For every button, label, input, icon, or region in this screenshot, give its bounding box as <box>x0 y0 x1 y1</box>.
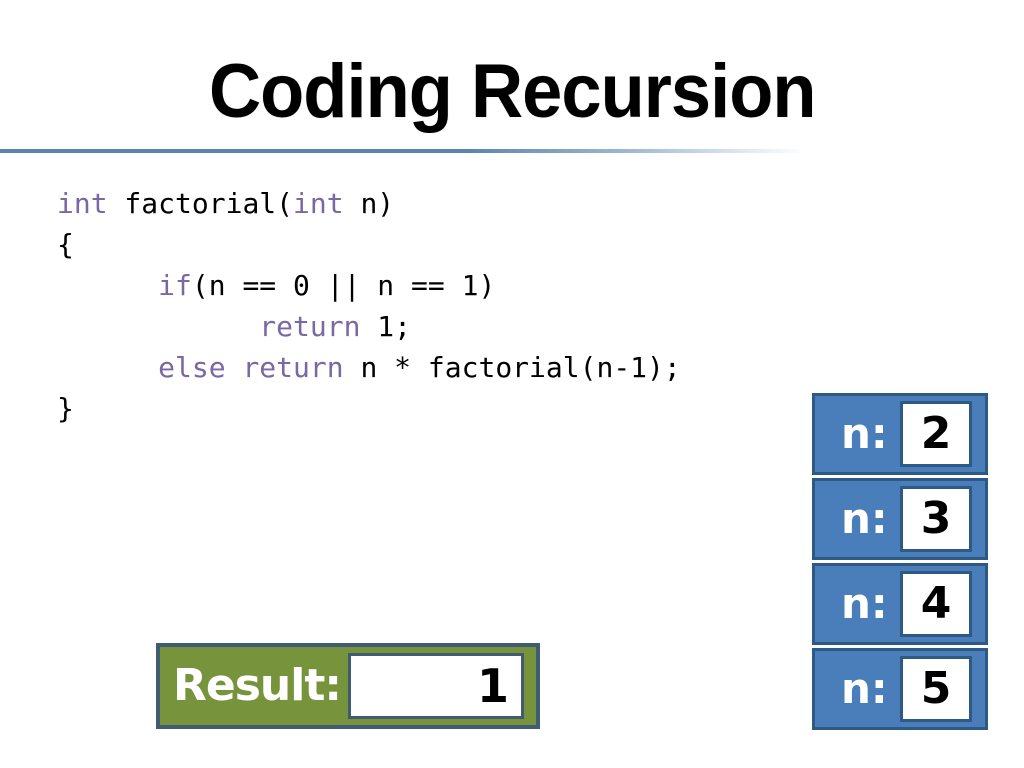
result-value-box: 1 <box>348 653 524 719</box>
code-line: int factorial(int n) <box>57 183 681 224</box>
stack-frame-value-box: 3 <box>900 486 972 552</box>
stack-frame-value-box: 5 <box>900 656 972 722</box>
code-keyword: return <box>242 351 344 384</box>
code-line: { <box>57 224 681 265</box>
stack-frame: n: 4 <box>812 563 988 645</box>
stack-frame-label: n: <box>841 409 888 458</box>
stack-frame-value-box: 2 <box>900 401 972 467</box>
code-line: } <box>57 388 681 429</box>
code-line: return 1; <box>57 306 681 347</box>
stack-frame-label: n: <box>841 579 888 628</box>
code-line: else return n * factorial(n-1); <box>57 347 681 388</box>
code-keyword: else <box>158 351 226 384</box>
stack-frame-value: 4 <box>920 578 952 629</box>
code-keyword: if <box>158 269 192 302</box>
code-text <box>57 351 158 384</box>
stack-frame-value-box: 4 <box>900 571 972 637</box>
code-text: factorial( <box>107 187 294 220</box>
stack-frame: n: 2 <box>812 393 988 475</box>
code-text: { <box>57 228 74 261</box>
recursion-stack: n: 2 n: 3 n: 4 n: 5 <box>812 393 988 730</box>
code-text: } <box>57 392 74 425</box>
title-divider <box>0 149 806 153</box>
stack-frame-value: 5 <box>920 663 952 714</box>
code-text <box>57 269 158 302</box>
code-text: n * factorial(n-1); <box>343 351 681 384</box>
code-keyword: return <box>259 310 361 343</box>
stack-frame-label: n: <box>841 664 888 713</box>
code-keyword: int <box>57 187 108 220</box>
code-text <box>57 310 259 343</box>
code-block: int factorial(int n) { if(n == 0 || n == … <box>57 183 681 429</box>
stack-frame-value: 2 <box>920 408 952 459</box>
result-label: Result: <box>173 660 342 711</box>
code-line: if(n == 0 || n == 1) <box>57 265 681 306</box>
stack-frame-value: 3 <box>920 493 952 544</box>
stack-frame: n: 5 <box>812 648 988 730</box>
stack-frame-label: n: <box>841 494 888 543</box>
code-text: n) <box>343 187 395 220</box>
code-keyword: int <box>293 187 344 220</box>
stack-frame: n: 3 <box>812 478 988 560</box>
result-box: Result: 1 <box>156 643 540 729</box>
result-value: 1 <box>476 659 509 713</box>
page-title: Coding Recursion <box>208 49 816 134</box>
code-text: 1; <box>360 310 412 343</box>
code-text: (n == 0 || n == 1) <box>191 269 496 302</box>
title-area: Coding Recursion <box>0 54 1024 130</box>
code-text <box>226 351 243 384</box>
